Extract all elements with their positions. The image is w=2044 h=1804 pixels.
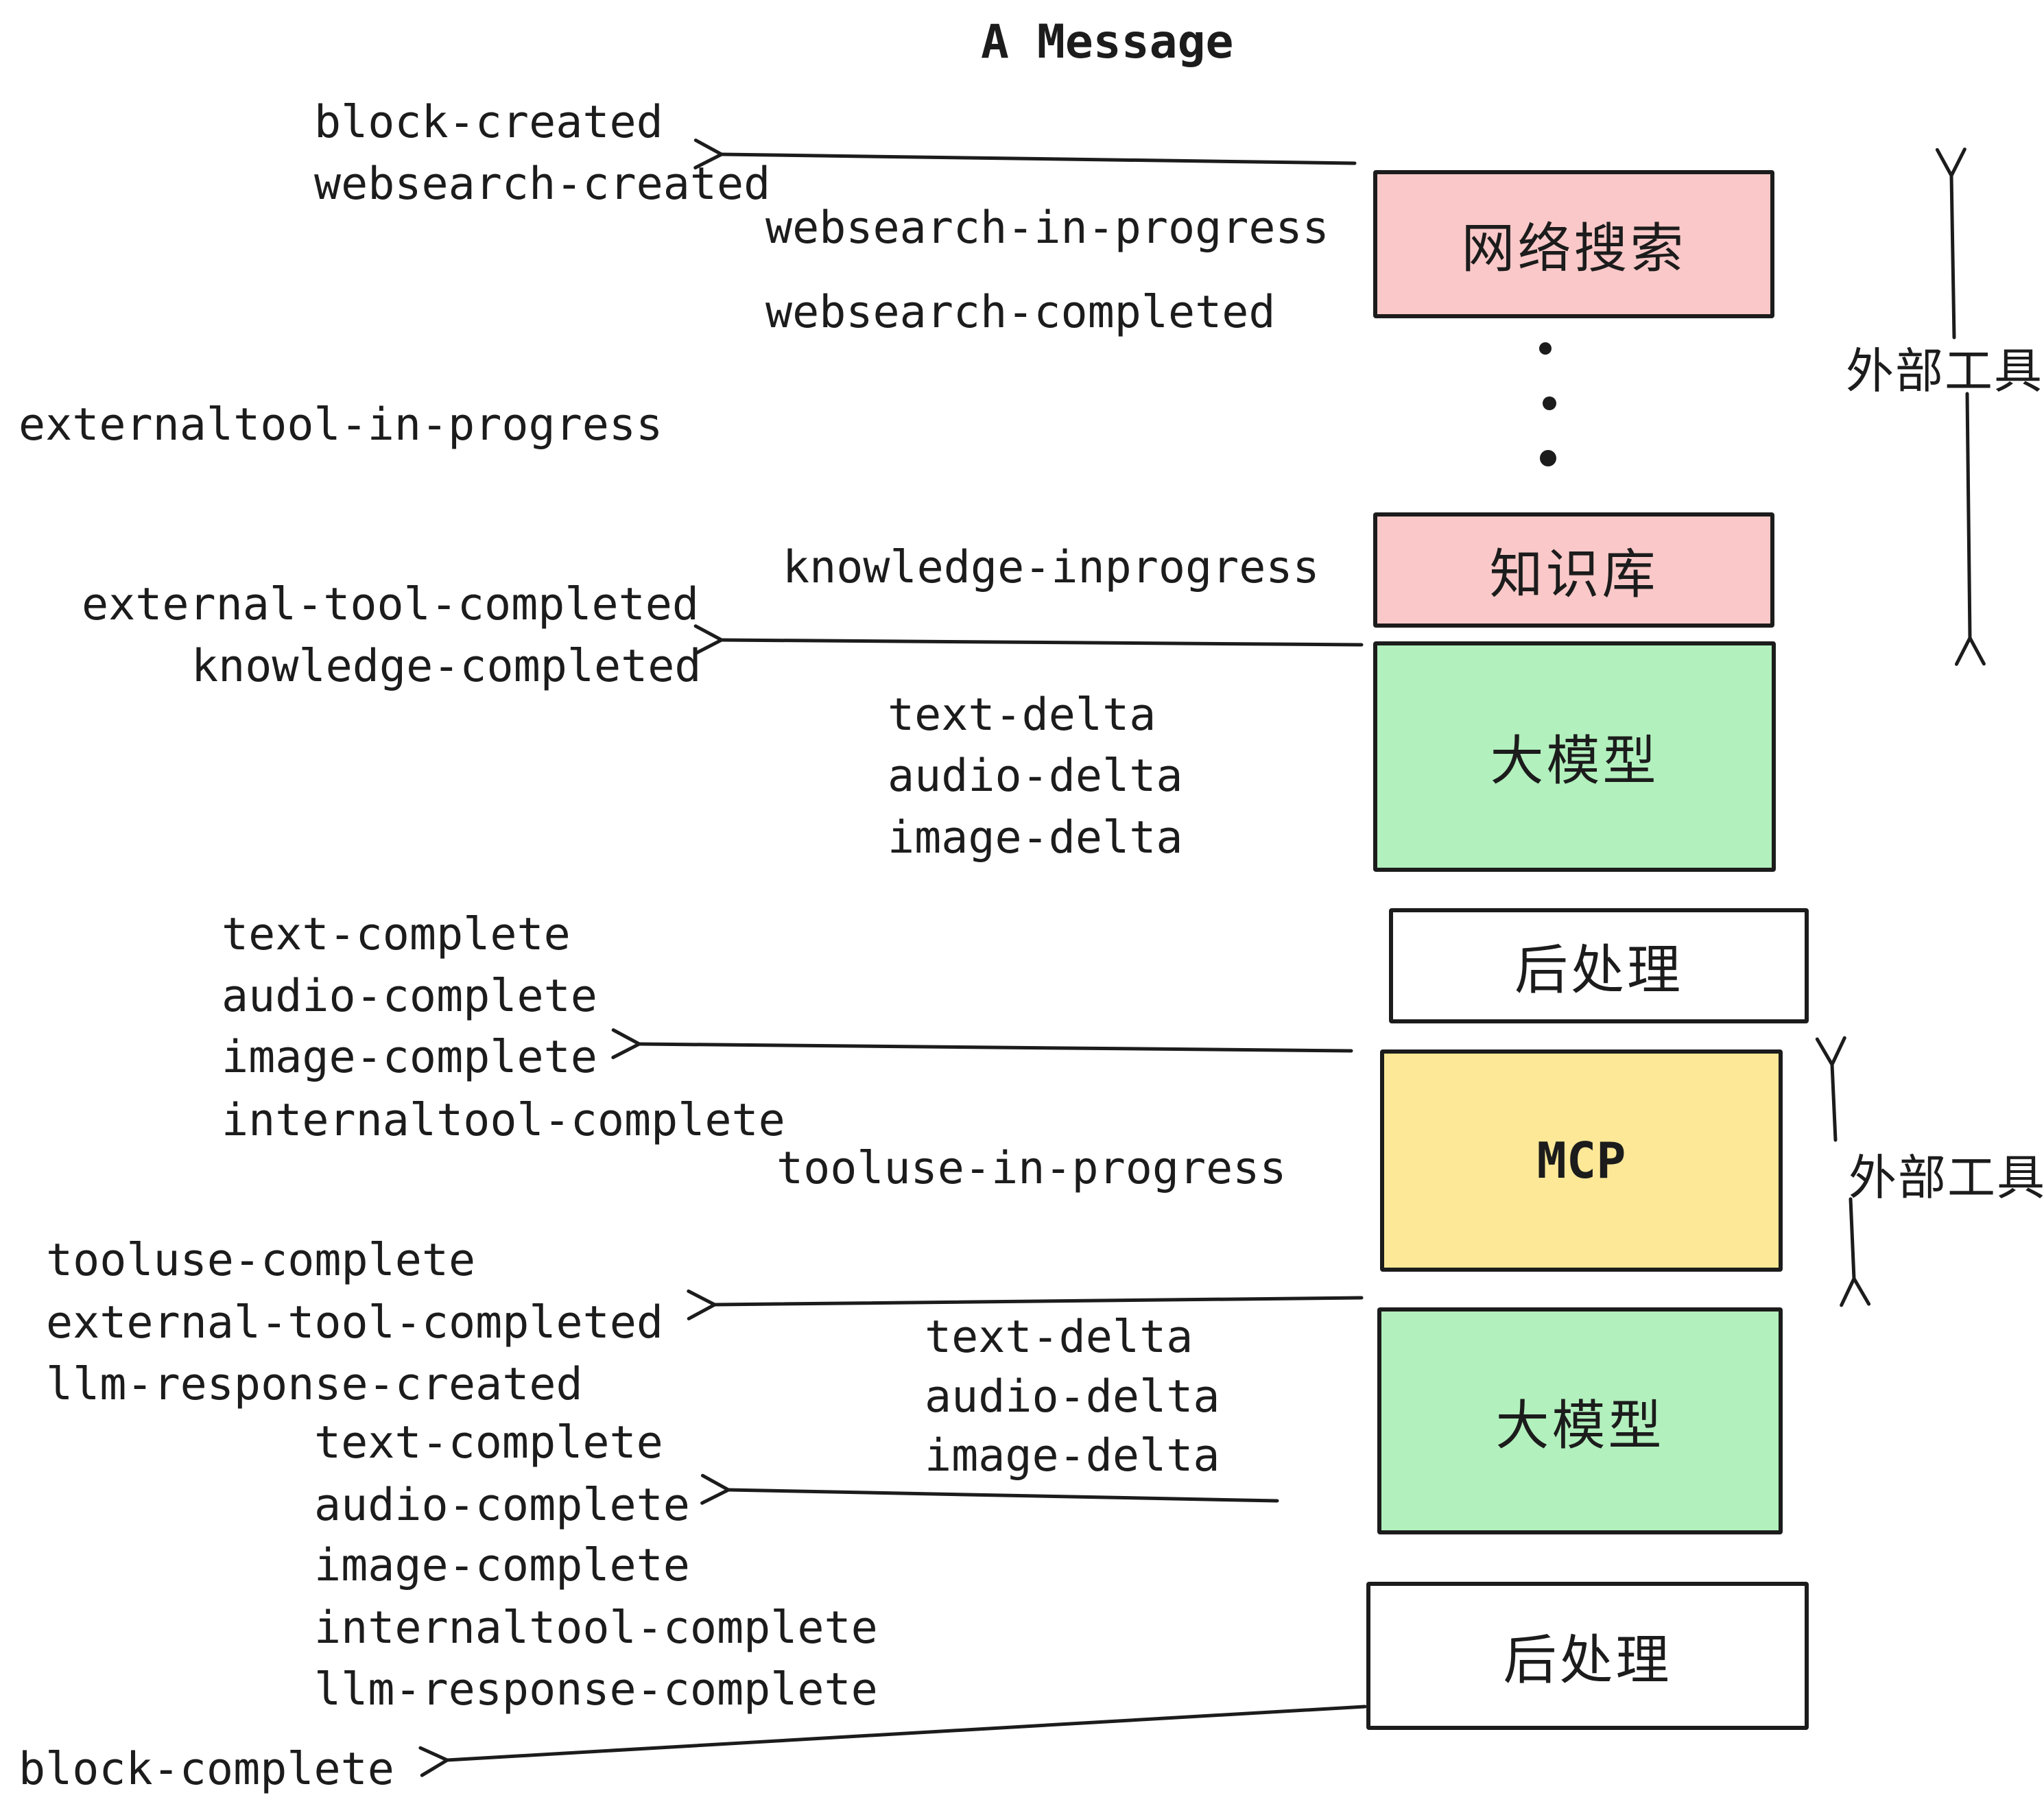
event-text-complete: text-complete — [222, 909, 571, 960]
arrow-to-websearch-created — [693, 138, 1357, 169]
event-image-complete-2: image-complete — [314, 1540, 690, 1591]
event-tooluse-in-progress: tooluse-in-progress — [776, 1143, 1287, 1194]
external-tools-up-arrow-2 — [1815, 1036, 1846, 1142]
event-text-delta-2: text-delta — [925, 1312, 1193, 1363]
mcp-box: MCP — [1380, 1049, 1783, 1272]
llm-box-2: 大模型 — [1377, 1307, 1783, 1534]
arrow-to-tooluse-complete — [687, 1289, 1364, 1320]
arrow-to-audio-complete — [700, 1473, 1279, 1505]
arrow-to-image-complete — [611, 1028, 1353, 1060]
event-image-delta-2: image-delta — [925, 1430, 1220, 1482]
event-external-tool-completed: external-tool-completed — [82, 579, 700, 630]
external-tools-down-arrow-2 — [1840, 1197, 1871, 1307]
post-process-box-1: 后处理 — [1389, 908, 1809, 1023]
mcp-box-label: MCP — [1536, 1132, 1626, 1189]
event-audio-complete-2: audio-complete — [314, 1480, 690, 1531]
post-process-box-1-label: 后处理 — [1514, 940, 1683, 1001]
event-websearch-in-progress: websearch-in-progress — [765, 202, 1329, 254]
event-text-delta: text-delta — [888, 689, 1156, 741]
event-knowledge-inprogress: knowledge-inprogress — [783, 542, 1320, 593]
llm-box-1: 大模型 — [1373, 641, 1776, 872]
event-block-created: block-created — [314, 97, 663, 148]
event-llm-response-complete: llm-response-complete — [314, 1664, 878, 1716]
arrow-to-knowledge-completed — [693, 624, 1364, 656]
event-llm-response-created: llm-response-created — [46, 1359, 583, 1410]
event-tooluse-complete: tooluse-complete — [46, 1235, 476, 1286]
event-internaltool-complete: internaltool-complete — [222, 1095, 785, 1146]
event-image-delta: image-delta — [888, 812, 1183, 864]
event-websearch-created: websearch-created — [314, 158, 771, 210]
ellipsis-dots — [1539, 342, 1556, 466]
knowledge-base-box: 知识库 — [1373, 512, 1774, 628]
web-search-box-label: 网络搜索 — [1461, 218, 1687, 280]
web-search-box: 网络搜索 — [1373, 170, 1774, 318]
event-audio-delta: audio-delta — [888, 750, 1183, 802]
event-websearch-completed: websearch-completed — [765, 287, 1276, 338]
event-audio-complete: audio-complete — [222, 971, 597, 1022]
event-knowledge-completed: knowledge-completed — [191, 641, 702, 692]
external-tools-label-1: 外部工具 — [1846, 343, 2043, 399]
external-tools-down-arrow-1 — [1954, 392, 1986, 666]
post-process-box-2: 后处理 — [1366, 1582, 1809, 1730]
event-text-complete-2: text-complete — [314, 1417, 663, 1469]
external-tools-up-arrow-1 — [1935, 147, 1966, 340]
event-external-tool-completed-2: external-tool-completed — [46, 1297, 664, 1349]
knowledge-base-box-label: 知识库 — [1489, 544, 1659, 606]
event-block-complete: block-complete — [19, 1744, 394, 1795]
llm-box-2-label: 大模型 — [1495, 1394, 1665, 1457]
event-audio-delta-2: audio-delta — [925, 1371, 1220, 1423]
event-image-complete: image-complete — [222, 1032, 597, 1083]
event-externaltool-in-progress: externaltool-in-progress — [19, 399, 663, 451]
post-process-box-2-label: 后处理 — [1503, 1630, 1672, 1692]
event-internaltool-complete-2: internaltool-complete — [314, 1602, 878, 1654]
diagram-title: A Message — [981, 15, 1234, 69]
llm-box-1-label: 大模型 — [1490, 731, 1659, 792]
external-tools-label-2: 外部工具 — [1849, 1150, 2044, 1206]
